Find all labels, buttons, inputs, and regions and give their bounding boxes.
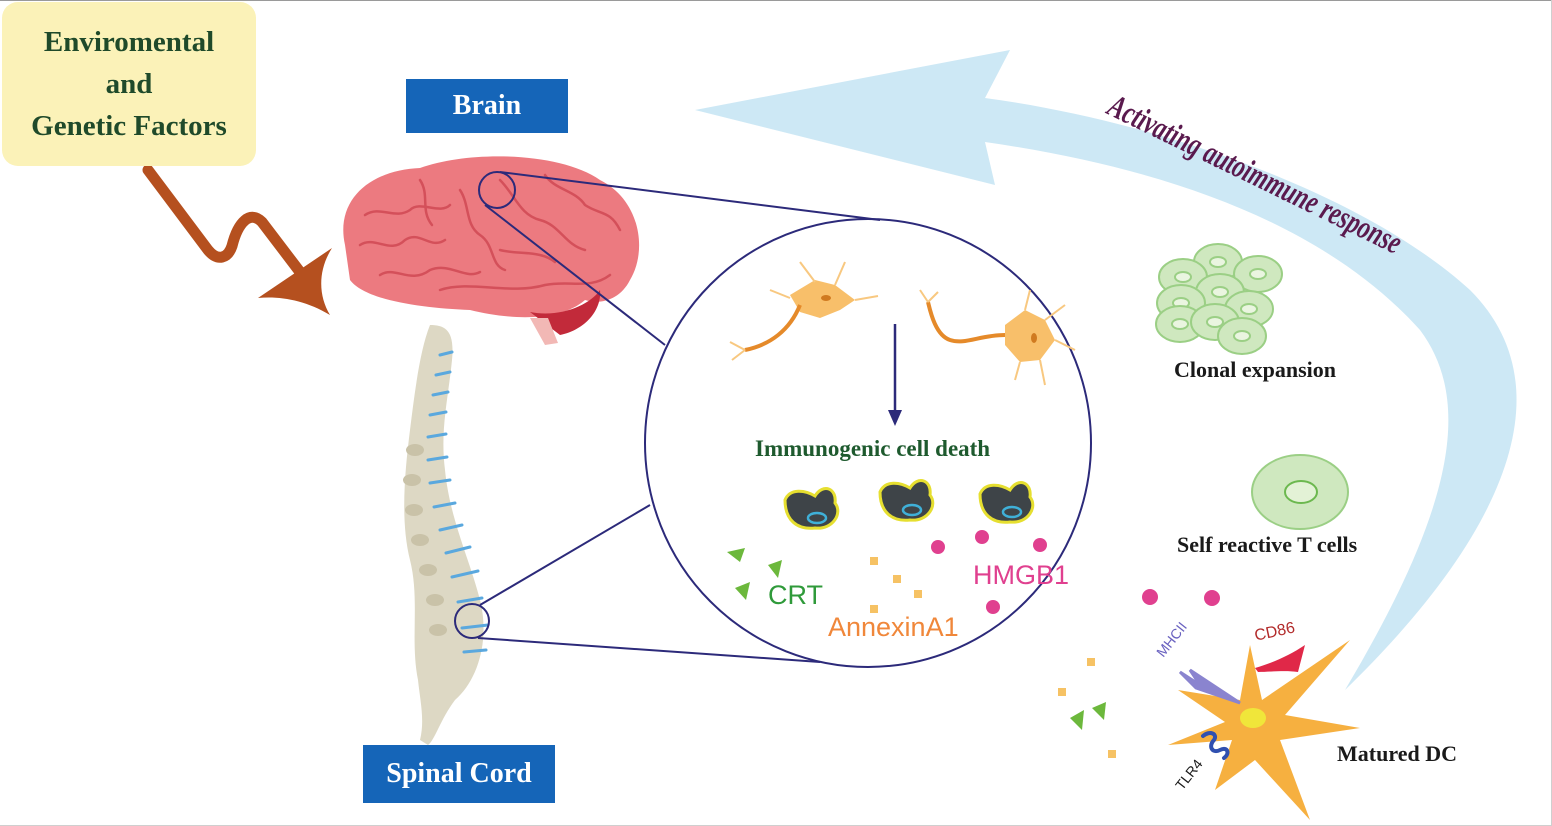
annexin-molecules xyxy=(870,557,1116,758)
frame-border-top xyxy=(0,0,1552,1)
factor-arrowhead xyxy=(258,248,332,315)
dying-cells xyxy=(783,479,1035,530)
dying-cell xyxy=(783,487,840,530)
crt-label: CRT xyxy=(768,580,824,610)
self-reactive-t-cell xyxy=(1251,454,1349,530)
dying-cell xyxy=(878,479,935,522)
cell-death-arrow xyxy=(888,324,902,426)
brain-illustration xyxy=(343,156,640,345)
neuron-right xyxy=(919,289,1076,386)
matured-dc-label: Matured DC xyxy=(1337,741,1457,766)
crt-molecules xyxy=(727,548,1106,730)
factors-line-3: Genetic Factors xyxy=(31,110,227,142)
cd86-receptor xyxy=(1255,645,1305,672)
matured-dendritic-cell xyxy=(1168,640,1360,820)
hmgb1-label: HMGB1 xyxy=(973,560,1070,590)
factors-line-1: Enviromental xyxy=(43,26,215,58)
dying-cell xyxy=(978,481,1035,524)
immunogenic-cell-death-label: Immunogenic cell death xyxy=(755,436,991,461)
mhcii-receptor xyxy=(1178,668,1241,705)
hmgb1-molecules xyxy=(931,530,1220,614)
clonal-expansion-cells xyxy=(1155,243,1283,355)
annexin-a1-label: AnnexinA1 xyxy=(828,612,959,642)
brain-label: Brain xyxy=(406,79,568,133)
clonal-expansion-label: Clonal expansion xyxy=(1174,357,1336,382)
tlr4-receptor xyxy=(1201,731,1230,760)
autoimmune-pathway-arrow xyxy=(695,50,1517,690)
spine-illustration xyxy=(403,325,490,745)
factor-arrow xyxy=(142,164,306,278)
environmental-genetic-factors-box: Enviromental and Genetic Factors xyxy=(2,2,256,166)
zoom-callout xyxy=(454,171,1092,668)
factors-line-2: and xyxy=(105,68,153,100)
spinal-cord-label: Spinal Cord xyxy=(363,745,555,803)
self-reactive-t-cells-label: Self reactive T cells xyxy=(1177,532,1358,557)
neuron-left xyxy=(729,261,879,361)
